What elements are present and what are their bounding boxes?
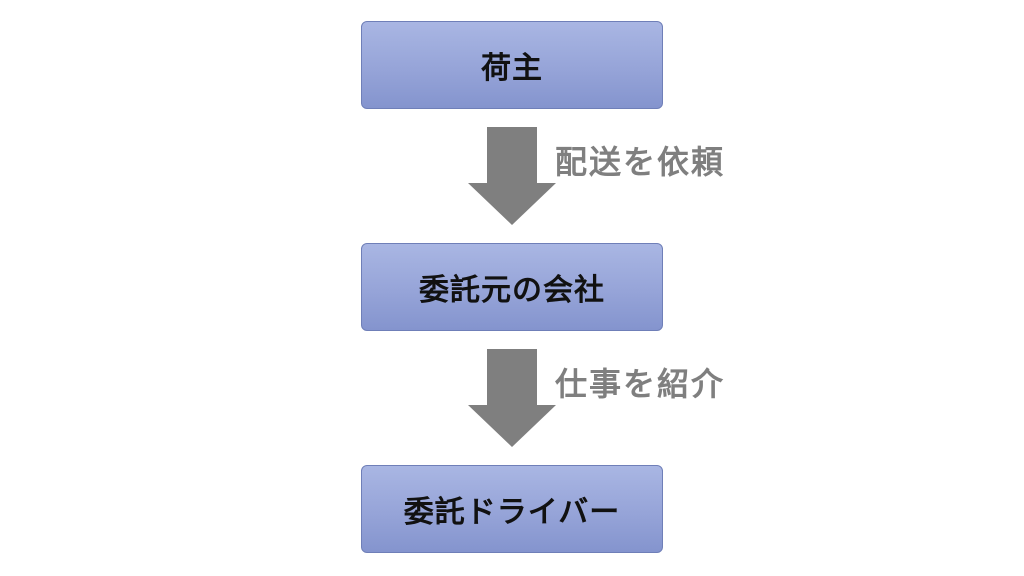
node-driver: 委託ドライバー [361, 465, 663, 553]
down-arrow-icon [468, 127, 556, 225]
edge-label-request: 配送を依頼 [555, 143, 726, 181]
node-shipper-label: 荷主 [481, 51, 543, 86]
node-driver-label: 委託ドライバー [403, 495, 621, 530]
node-company-label: 委託元の会社 [419, 273, 605, 308]
down-arrow-icon [468, 349, 556, 447]
edge-label-introduce: 仕事を紹介 [555, 365, 726, 403]
node-company: 委託元の会社 [361, 243, 663, 331]
node-shipper: 荷主 [361, 21, 663, 109]
